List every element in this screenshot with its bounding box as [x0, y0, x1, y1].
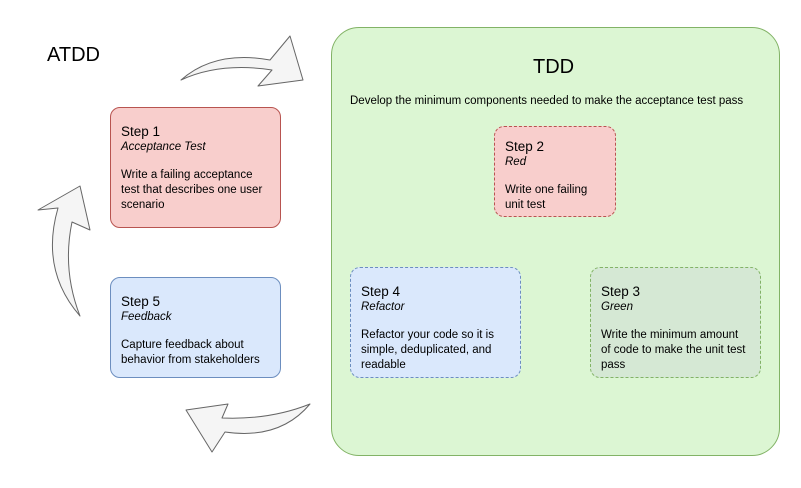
step3-number: Step 3: [601, 284, 641, 299]
tdd-subtitle: Develop the minimum components needed to…: [350, 95, 744, 107]
step4-card: Step 4 Refactor Refactor your code so it…: [350, 267, 521, 378]
step5-name: Feedback: [121, 311, 172, 323]
step5-description: Capture feedback about behavior from sta…: [121, 339, 260, 366]
tdd-container: [331, 27, 780, 456]
step5-number: Step 5: [121, 294, 161, 309]
step1-number: Step 1: [121, 124, 161, 139]
step2-name: Red: [505, 156, 527, 168]
step3-card: Step 3 Green Write the minimum amount of…: [590, 267, 761, 378]
step4-number: Step 4: [361, 284, 401, 299]
step2-number: Step 2: [505, 139, 545, 154]
step3-description: Write the minimum amount of code to make…: [601, 329, 746, 371]
arrow-tdd-to-step5: [185, 403, 311, 453]
step5-card: Step 5 Feedback Capture feedback about b…: [110, 277, 281, 378]
step2-description: Write one failing unit test: [505, 184, 588, 211]
step1-card: Step 1 Acceptance Test Write a failing a…: [110, 107, 281, 228]
step1-description: Write a failing acceptance test that des…: [121, 169, 263, 211]
step4-description: Refactor your code so it is simple, dedu…: [361, 329, 494, 371]
arrow-atdd-to-tdd: [180, 35, 304, 87]
arrow-step5-to-step1: [37, 185, 91, 317]
step2-card: Step 2 Red Write one failing unit test: [494, 126, 616, 217]
step3-name: Green: [601, 301, 633, 313]
step4-name: Refactor: [361, 301, 405, 313]
tdd-title: TDD: [533, 56, 575, 78]
step1-name: Acceptance Test: [121, 141, 206, 153]
atdd-title: ATDD: [47, 44, 100, 66]
